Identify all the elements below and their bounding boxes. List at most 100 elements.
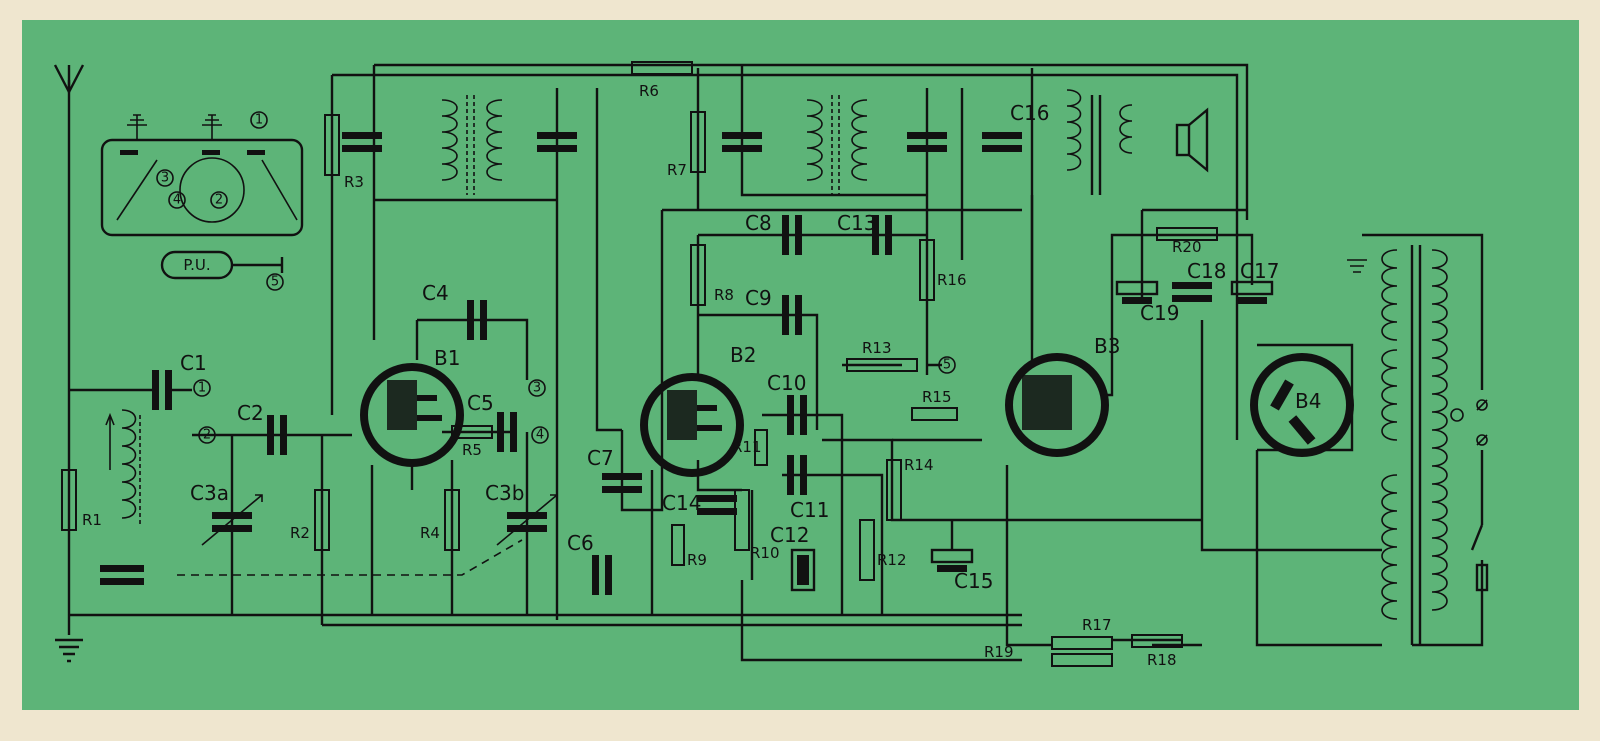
terminal-3: 3 [533, 381, 541, 396]
capacitor-tuning-1b [537, 132, 577, 152]
capacitor-c8 [782, 215, 802, 255]
label-c5: C5 [467, 391, 494, 415]
capacitor-c6 [592, 555, 612, 595]
resistor-r18 [1131, 634, 1183, 648]
socket-terminal-1: 1 [255, 113, 263, 128]
resistor-r14 [886, 459, 902, 521]
label-r20: R20 [1172, 238, 1202, 256]
label-r1: R1 [82, 511, 102, 529]
capacitor-tuning-2b [907, 132, 947, 152]
pickup-socket: P.U. [160, 250, 284, 280]
label-b2: B2 [730, 343, 756, 367]
gang-link [177, 539, 523, 576]
resistor-r16 [919, 239, 935, 301]
label-r3: R3 [344, 173, 364, 191]
terminals: 1 2 3 4 5 1 3 4 2 5 [156, 111, 956, 444]
capacitor-c10 [787, 395, 807, 435]
capacitor-c2 [267, 415, 287, 455]
if-transformer-1 [441, 95, 503, 195]
capacitor-c11 [787, 455, 807, 495]
if-transformer-2 [806, 95, 868, 195]
capacitor-c14 [697, 495, 737, 515]
label-c16: C16 [1010, 101, 1049, 125]
label-b4: B4 [1295, 389, 1321, 413]
label-r16: R16 [937, 271, 967, 289]
label-r17: R17 [1082, 616, 1112, 634]
label-c4: C4 [422, 281, 449, 305]
capacitor-antenna [100, 565, 144, 585]
label-c3a: C3a [190, 481, 229, 505]
resistor-r8 [690, 244, 706, 306]
terminal-1: 1 [198, 381, 206, 396]
socket-terminal-3: 3 [161, 171, 169, 186]
wiring [67, 63, 1484, 662]
capacitors [100, 132, 1274, 595]
label-r15: R15 [922, 388, 952, 406]
tube-b3 [1005, 353, 1109, 457]
label-r13: R13 [862, 339, 892, 357]
component-labels: R1 R2 R3 R4 R5 R6 R7 R8 R9 R10 R11 R12 R… [82, 82, 1321, 669]
capacitor-c12 [790, 548, 816, 592]
label-c17: C17 [1240, 259, 1279, 283]
power-transformer [1347, 245, 1489, 645]
capacitor-c7 [602, 473, 642, 493]
resistor-r20 [1156, 227, 1218, 241]
resistor-r6 [631, 61, 693, 75]
label-c1: C1 [180, 351, 207, 375]
label-b1: B1 [434, 346, 460, 370]
capacitor-c1 [152, 370, 172, 410]
label-r5: R5 [462, 441, 482, 459]
label-r12: R12 [877, 551, 907, 569]
label-c6: C6 [567, 531, 594, 555]
pickup-label: P.U. [183, 256, 210, 274]
resistor-r2 [314, 489, 330, 551]
socket-terminal-4: 4 [173, 193, 181, 208]
resistor-r19 [1051, 653, 1113, 667]
label-c18: C18 [1187, 259, 1226, 283]
antenna-coil [105, 409, 141, 525]
capacitor-c13 [872, 215, 892, 255]
capacitor-tuning-2a [722, 132, 762, 152]
capacitor-c17 [1230, 280, 1274, 304]
resistor-r3 [324, 114, 340, 176]
label-c10: C10 [767, 371, 806, 395]
label-r2: R2 [290, 524, 310, 542]
schematic-board: P.U. [22, 20, 1579, 710]
capacitor-c3a [201, 494, 263, 546]
label-c7: C7 [587, 446, 614, 470]
tube-b4 [1250, 353, 1354, 457]
capacitor-c9 [782, 295, 802, 335]
capacitor-c15 [930, 548, 974, 572]
resistor-r4 [444, 489, 460, 551]
label-r14: R14 [904, 456, 934, 474]
label-r7: R7 [667, 161, 687, 179]
resistor-r15 [911, 407, 958, 421]
label-c14: C14 [662, 491, 701, 515]
capacitor-c18 [1172, 282, 1212, 302]
label-b3: B3 [1094, 334, 1120, 358]
capacitor-c4 [467, 300, 487, 340]
socket-terminal-2: 2 [215, 193, 223, 208]
label-r10: R10 [750, 544, 780, 562]
label-r8: R8 [714, 286, 734, 304]
label-c8: C8 [745, 211, 772, 235]
label-c13: C13 [837, 211, 876, 235]
socket-terminal-5: 5 [271, 275, 279, 290]
label-r18: R18 [1147, 651, 1177, 669]
label-c11: C11 [790, 498, 829, 522]
schematic-diagram: P.U. [53, 61, 1489, 669]
resistor-r11 [754, 429, 768, 466]
capacitor-c16 [982, 132, 1022, 152]
label-c2: C2 [237, 401, 264, 425]
resistor-r10 [734, 489, 750, 551]
speaker-icon [1175, 107, 1209, 173]
terminal-2: 2 [203, 428, 211, 443]
resistor-r5 [451, 425, 493, 439]
terminal-5: 5 [943, 358, 951, 373]
label-c3b: C3b [485, 481, 524, 505]
tube-b2 [640, 373, 744, 477]
resistor-r7 [690, 111, 706, 173]
label-r11: R11 [732, 438, 762, 456]
ground-icon [55, 638, 83, 663]
label-r4: R4 [420, 524, 440, 542]
